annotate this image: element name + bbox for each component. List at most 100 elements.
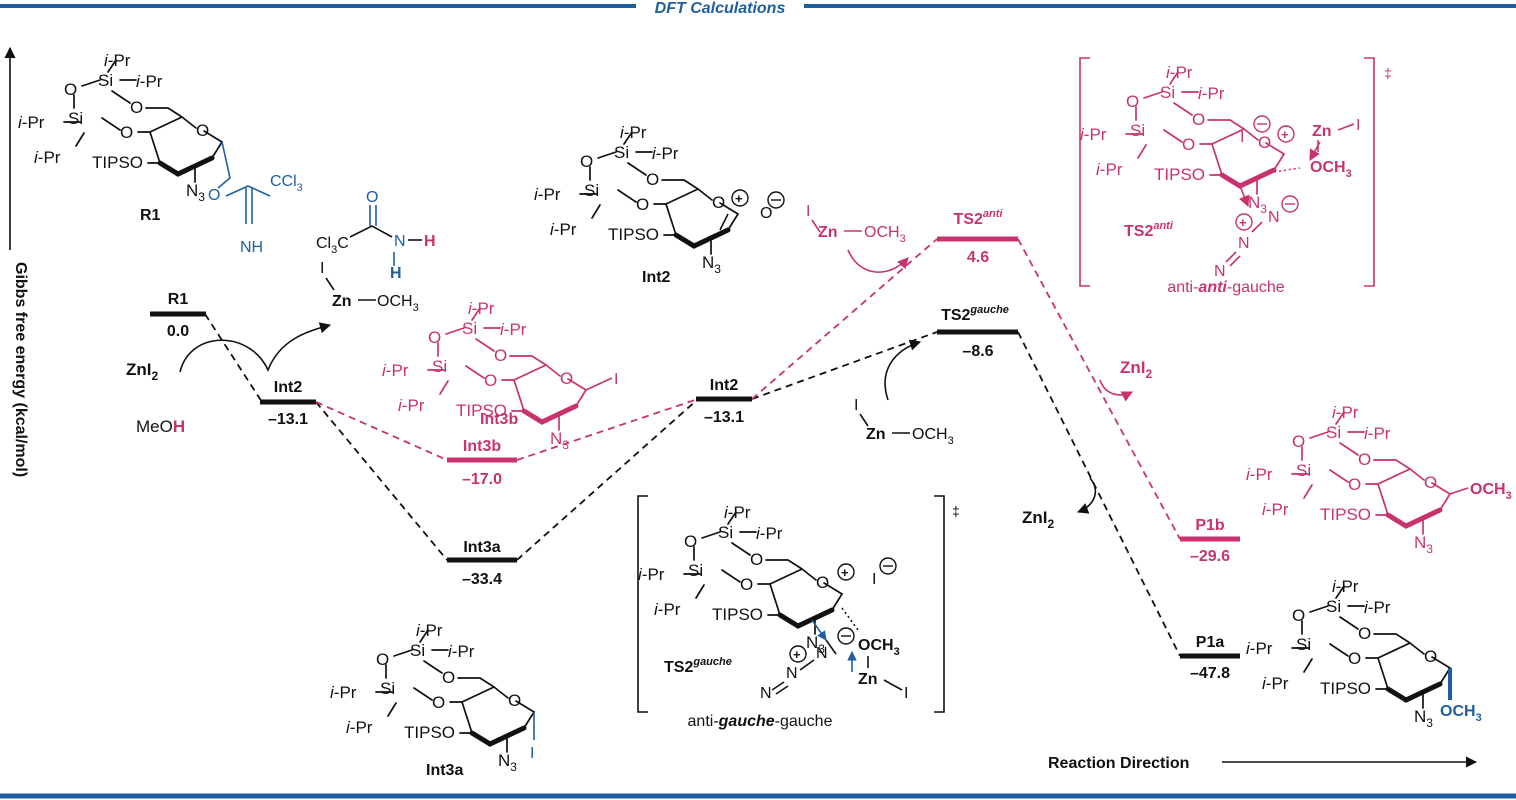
x-axis: Reaction Direction	[1048, 755, 1478, 772]
trichloroacetamide: Cl3C O N H H	[316, 189, 436, 282]
svg-text:O: O	[760, 205, 772, 222]
level-P1a-label: P1a	[1196, 634, 1225, 651]
level-TS2-gauche-energy: –8.6	[962, 343, 993, 360]
svg-text:ZnI2: ZnI2	[1120, 358, 1153, 381]
svg-text:Zn: Zn	[866, 426, 886, 443]
level-P1b-energy: –29.6	[1190, 548, 1230, 565]
level-TS2-anti-label: TS2anti	[954, 208, 1004, 228]
svg-text:N: N	[1214, 263, 1226, 280]
svg-text:N: N	[786, 665, 798, 682]
level-R1: R1 0.0	[150, 291, 206, 340]
reagents-R1-step: ZnI2 MeOH I Zn OCH3 Cl3C O N H H	[126, 189, 436, 436]
y-axis-label: Gibbs free energy (kcal/mol)	[12, 262, 29, 477]
structure-TS2-anti: ‡ I + Zn I OCH3 N + N N TS2anti anti-ant…	[1080, 57, 1392, 296]
connectors-black	[204, 313, 1181, 657]
level-P1a: P1a –47.8	[1180, 634, 1240, 682]
level-TS2-gauche-label: TS2gauche	[941, 304, 1009, 324]
level-P1b: P1b –29.6	[1180, 517, 1240, 565]
curved-arrow-anti	[847, 249, 909, 273]
level-Int2-second-label: Int2	[710, 377, 739, 394]
structure-Int3b: I Int3b	[382, 299, 618, 452]
svg-text:NH: NH	[240, 239, 263, 256]
svg-text:N: N	[1268, 209, 1280, 226]
svg-text:I: I	[904, 685, 908, 702]
structure-Int3b-label: Int3b	[480, 411, 518, 428]
structure-R1-label: R1	[140, 207, 161, 224]
structure-R1: O NH CCl3 R1	[18, 51, 303, 256]
reagent-zni2-first: ZnI2	[126, 360, 159, 383]
svg-text:Zn: Zn	[818, 224, 838, 241]
curved-arrow-R1	[179, 322, 332, 373]
curved-arrow-gauche	[884, 339, 922, 401]
svg-text:‡: ‡	[1384, 65, 1392, 81]
structure-TS2-anti-label: TS2anti	[1124, 220, 1174, 240]
svg-text:N: N	[394, 233, 406, 250]
curved-arrow-zni2-anti	[1099, 379, 1134, 402]
svg-text:Zn: Zn	[332, 293, 352, 310]
znome-first: I Zn OCH3	[320, 260, 419, 314]
level-TS2-gauche: TS2gauche –8.6	[937, 304, 1018, 360]
level-TS2-anti-energy: 4.6	[967, 249, 989, 266]
svg-text:N: N	[1238, 235, 1250, 252]
structure-TS2-gauche-caption: anti-gauche-gauche	[688, 713, 833, 730]
level-Int2-first: Int2 –13.1	[260, 379, 316, 428]
y-axis: Gibbs free energy (kcal/mol)	[4, 46, 29, 477]
structure-TS2-anti-caption: anti-anti-gauche	[1167, 279, 1285, 296]
level-Int3b-label: Int3b	[463, 438, 501, 455]
svg-text:+: +	[1281, 127, 1289, 142]
svg-text:O: O	[208, 187, 220, 204]
svg-text:I: I	[854, 397, 858, 414]
level-R1-label: R1	[168, 291, 189, 308]
svg-text:I: I	[872, 571, 876, 588]
svg-text:H: H	[424, 233, 436, 250]
svg-text:N: N	[816, 645, 828, 662]
level-Int3a: Int3a –33.4	[447, 539, 517, 588]
structure-P1a: OCH3	[1246, 577, 1482, 730]
svg-text:OCH3: OCH3	[858, 637, 900, 658]
svg-text:OCH3: OCH3	[1470, 481, 1512, 502]
curved-arrow-zni2-gauche	[1076, 477, 1097, 514]
svg-text:OCH3: OCH3	[864, 224, 906, 245]
svg-text:‡: ‡	[952, 503, 960, 519]
svg-text:ZnI2: ZnI2	[1022, 508, 1055, 531]
level-TS2-anti: TS2anti 4.6	[937, 208, 1018, 266]
structure-Int2: + O Int2	[534, 123, 785, 286]
reagent-meoh: MeOH	[136, 417, 185, 436]
x-axis-label: Reaction Direction	[1048, 755, 1189, 772]
svg-text:Zn: Zn	[858, 671, 878, 688]
structure-TS2-gauche: ‡ + I OCH3 Zn I N N + N TS2gauche anti-g…	[638, 495, 960, 730]
level-Int2-first-label: Int2	[274, 379, 303, 396]
svg-text:N: N	[760, 685, 772, 702]
svg-text:I: I	[806, 203, 810, 220]
level-P1a-energy: –47.8	[1190, 665, 1230, 682]
level-Int3a-energy: –33.4	[462, 571, 502, 588]
svg-text:Cl3C: Cl3C	[316, 235, 349, 256]
level-Int3b-energy: –17.0	[462, 471, 502, 488]
level-P1b-label: P1b	[1195, 517, 1225, 534]
svg-text:Zn: Zn	[1312, 123, 1332, 140]
level-Int2-second-energy: –13.1	[704, 409, 744, 426]
svg-text:I: I	[320, 260, 324, 277]
svg-text:OCH3: OCH3	[912, 426, 954, 447]
svg-text:OCH3: OCH3	[1440, 703, 1482, 724]
structure-TS2-gauche-label: TS2gauche	[664, 656, 732, 676]
svg-text:CCl3: CCl3	[270, 173, 303, 194]
level-Int2-second: Int2 –13.1	[696, 377, 752, 426]
svg-text:I: I	[530, 745, 534, 762]
level-Int3b: Int3b –17.0	[447, 438, 517, 488]
connectors-magenta	[315, 238, 1181, 540]
header-title: DFT Calculations	[655, 0, 786, 17]
svg-text:O: O	[366, 189, 378, 206]
svg-text:I: I	[1356, 117, 1360, 134]
level-Int2-first-energy: –13.1	[268, 411, 308, 428]
svg-text:I: I	[1240, 129, 1244, 146]
svg-text:+: +	[735, 191, 743, 206]
svg-text:+: +	[1239, 215, 1247, 230]
structure-Int3a: I Int3a	[330, 621, 534, 779]
svg-text:OCH3: OCH3	[1310, 159, 1352, 180]
svg-text:+: +	[841, 565, 849, 580]
structure-Int2-label: Int2	[642, 269, 671, 286]
reagents-anti-step: I Zn OCH3 ZnI2	[806, 203, 1153, 402]
level-R1-energy: 0.0	[167, 323, 189, 340]
